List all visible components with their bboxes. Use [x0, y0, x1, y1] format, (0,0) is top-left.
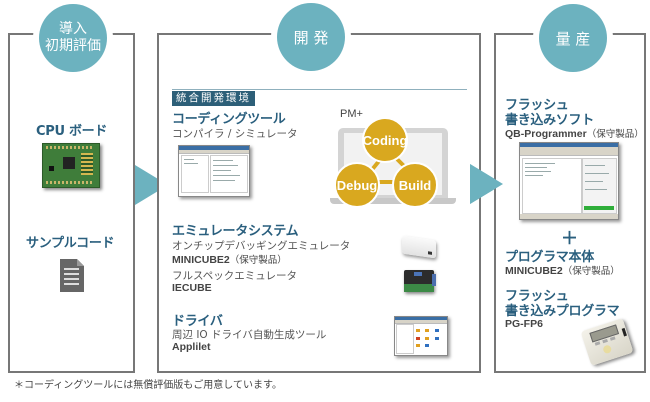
cycle-build: Build [392, 162, 438, 208]
emulator-product-2: IECUBE [172, 282, 212, 294]
flash-programmer-product: PG-FP6 [505, 318, 543, 330]
programmer-body-product: MINICUBE2（保守製品） [505, 263, 620, 277]
ide-divider [172, 89, 467, 90]
ide-tag: 統合開発環境 [172, 91, 255, 106]
driver-product: Applilet [172, 341, 211, 353]
sample-code-title: サンプルコード [26, 236, 115, 251]
stage-box-intro [8, 33, 135, 373]
document-icon [60, 259, 84, 292]
flash-programmer-title-line1: フラッシュ [505, 289, 569, 304]
flash-soft-product-note: （保守製品） [586, 129, 644, 140]
qb-programmer-screenshot [519, 142, 619, 220]
flash-programmer-title-line2: 書き込みプログラマ [505, 304, 620, 319]
flash-soft-title-line2: 書き込みソフト [505, 113, 594, 128]
stage-circle-development: 開 発 [277, 3, 345, 71]
stage-circle-production: 量 産 [539, 4, 607, 72]
iecube-image [404, 270, 436, 292]
coding-tool-screenshot [178, 145, 250, 197]
cycle-coding-label: Coding [362, 132, 408, 148]
emulator-desc-1: オンチップデバッギングエミュレータ [172, 240, 351, 252]
coding-tool-title: コーディングツール [172, 112, 286, 127]
cycle-build-label: Build [398, 177, 432, 193]
flow-arrow-dev-to-production-tip [470, 164, 503, 204]
cycle-debug: Debug [334, 162, 380, 208]
laptop-base [330, 198, 456, 204]
flash-soft-title-line1: フラッシュ [505, 98, 569, 113]
emulator-product-1-note: （保守製品） [229, 255, 287, 266]
cycle-coding: Coding [362, 117, 408, 163]
stage-label-development: 開 発 [293, 28, 329, 47]
pm-plus-label: PM+ [340, 108, 363, 120]
emulator-system-title: エミュレータシステム [172, 224, 299, 239]
coding-tool-subtitle: コンパイラ / シミュレータ [172, 128, 298, 140]
applilet-screenshot [394, 316, 448, 356]
footnote: ＊コーディングツールには無償評価版もご用意しています。 [14, 380, 282, 391]
cycle-debug-label: Debug [336, 177, 378, 193]
emulator-product-1: MINICUBE2（保守製品） [172, 252, 287, 266]
flash-soft-product: QB-Programmer（保守製品） [505, 126, 644, 140]
programmer-body-title: プログラマ本体 [505, 250, 594, 265]
cpu-board-image [42, 143, 100, 188]
flash-soft-product-name: QB-Programmer [505, 128, 587, 140]
emulator-desc-2: フルスペックエミュレータ [172, 270, 298, 282]
stage-label-intro-line1: 導入 [59, 21, 87, 37]
stage-circle-intro: 導入 初期評価 [39, 4, 107, 72]
ide-tag-label: 統合開発環境 [176, 92, 251, 104]
cpu-board-title: CPU ボード [36, 124, 108, 139]
driver-title: ドライバ [172, 314, 223, 329]
stage-label-intro-line2: 初期評価 [45, 38, 101, 54]
programmer-body-product-name: MINICUBE2 [505, 265, 563, 277]
programmer-body-product-note: （保守製品） [562, 266, 620, 277]
emulator-product-1-name: MINICUBE2 [172, 254, 230, 266]
stage-label-production: 量 産 [555, 29, 591, 48]
driver-desc: 周辺 IO ドライバ自動生成ツール [172, 329, 327, 341]
plus-icon: ＋ [561, 229, 578, 249]
